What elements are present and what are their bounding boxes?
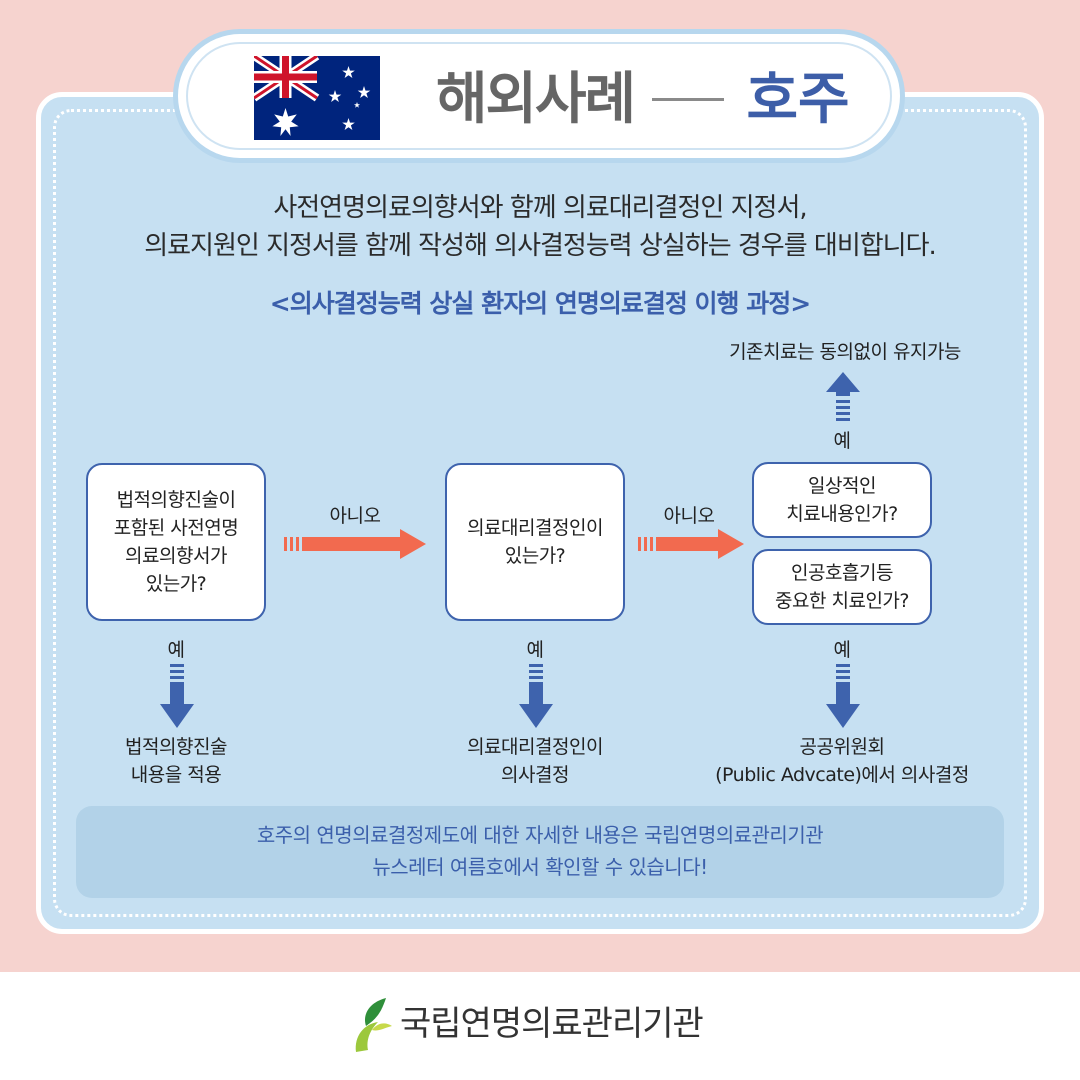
- arrow-down-icon: [160, 664, 194, 728]
- no-label: 아니오: [663, 505, 715, 527]
- result-apply-directive: 법적의향진술 내용을 적용: [125, 736, 227, 786]
- note-line-2: 뉴스레터 여름호에서 확인할 수 있습니다!: [372, 855, 708, 879]
- result-proxy-decides: 의료대리결정인이 의사결정: [467, 736, 603, 786]
- no-label: 아니오: [329, 505, 381, 527]
- arrow-right-icon: [284, 529, 426, 559]
- question-major-treatment: 인공호흡기등 중요한 치료인가?: [752, 549, 932, 625]
- yes-label: 예: [833, 430, 851, 452]
- yes-label: 예: [167, 639, 185, 661]
- arrow-right-icon: [638, 529, 744, 559]
- leaf-logo-icon: [355, 998, 392, 1052]
- arrow-up-icon: [826, 372, 860, 421]
- australia-flag-icon: [254, 56, 380, 140]
- info-note-box: [76, 806, 1004, 898]
- result-public-advocate-decides: 공공위원회 (Public Advcate)에서 의사결정: [715, 736, 969, 786]
- yes-label: 예: [526, 639, 544, 661]
- result-maintain-treatment: 기존치료는 동의없이 유지가능: [729, 341, 961, 363]
- org-name: 국립연명의료관리기관: [400, 1004, 704, 1044]
- title-overseas-cases: 해외사례: [435, 67, 636, 132]
- question-proxy: 의료대리결정인이 있는가?: [445, 463, 625, 621]
- question-routine-treatment: 일상적인 치료내용인가?: [752, 462, 932, 538]
- question-advance-directive: 법적의향진술이 포함된 사전연명 의료의향서가 있는가?: [86, 463, 266, 621]
- intro-line-2: 의료지원인 지정서를 함께 작성해 의사결정능력 상실하는 경우를 대비합니다.: [144, 231, 937, 261]
- title-divider: [652, 98, 724, 101]
- title-country: 호주: [746, 67, 850, 132]
- yes-label: 예: [833, 639, 851, 661]
- note-line-1: 호주의 연명의료결정제도에 대한 자세한 내용은 국립연명의료관리기관: [256, 823, 824, 847]
- flow-title: <의사결정능력 상실 환자의 연명의료결정 이행 과정>: [269, 289, 811, 318]
- arrow-down-icon: [519, 664, 553, 728]
- intro-line-1: 사전연명의료의향서와 함께 의료대리결정인 지정서,: [273, 193, 807, 223]
- arrow-down-icon: [826, 664, 860, 728]
